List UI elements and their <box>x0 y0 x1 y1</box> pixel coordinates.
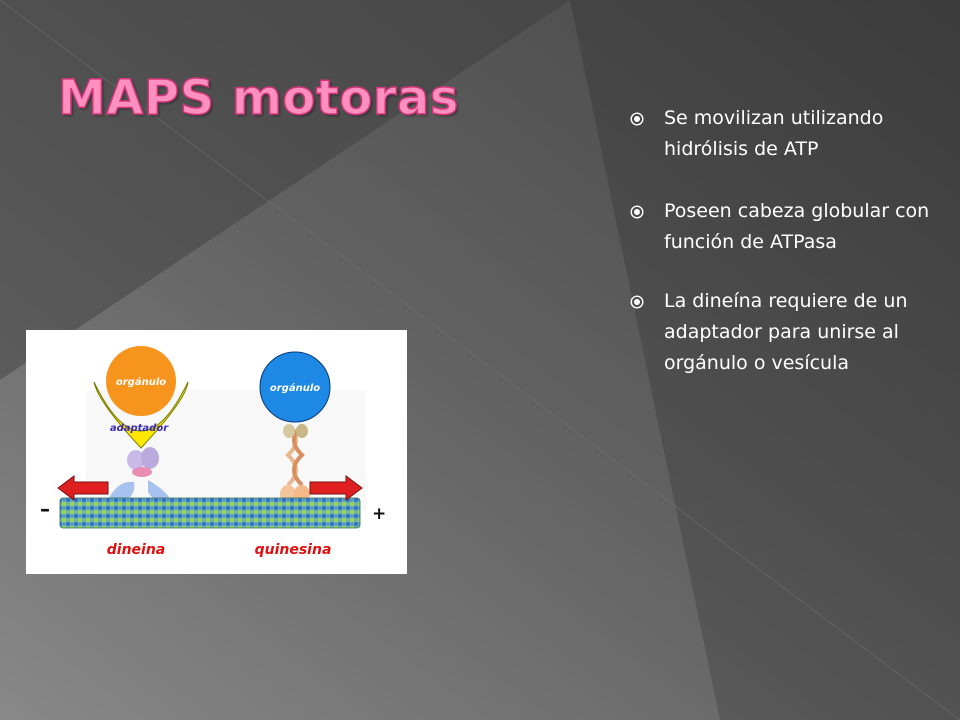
bullet-icon <box>630 112 644 126</box>
adaptor-shape <box>93 381 189 449</box>
dynein-foot <box>148 480 172 503</box>
bullet-item: Se movilizan utilizando hidrólisis de AT… <box>628 103 943 165</box>
left-organelle <box>106 346 176 416</box>
dynein-head <box>141 447 159 469</box>
bullet-icon <box>630 205 644 219</box>
motor-proteins-figure: orgánulo adaptador orgánulo – <box>26 330 407 574</box>
dynein-stalk <box>132 467 152 477</box>
slide-title: MAPS motoras <box>57 69 459 127</box>
right-organelle <box>259 351 331 423</box>
bullet-text: La dineína requiere de un adaptador para… <box>664 290 908 374</box>
kinesin-light-chain <box>296 424 308 438</box>
microtubule <box>59 497 361 529</box>
dynein-head <box>127 450 145 470</box>
motor-diagram: orgánulo adaptador orgánulo – <box>40 346 386 558</box>
bullet-item: Poseen cabeza globular con función de AT… <box>628 196 943 258</box>
kinesin-light-chain <box>283 424 295 438</box>
minus-end-label: – <box>40 497 50 521</box>
kinesin-label: quinesina <box>255 542 332 558</box>
bullet-text: Se movilizan utilizando hidrólisis de AT… <box>664 107 884 160</box>
bullet-icon <box>630 295 644 309</box>
arrow-left-icon <box>57 475 109 501</box>
bullet-item: La dineína requiere de un adaptador para… <box>628 286 943 379</box>
right-organelle-label: orgánulo <box>270 382 320 394</box>
adaptor-label: adaptador <box>110 423 169 434</box>
kinesin-stalk <box>292 423 305 487</box>
bullet-text: Poseen cabeza globular con función de AT… <box>664 200 930 253</box>
left-organelle-label: orgánulo <box>116 376 166 388</box>
plus-end-label: + <box>372 504 386 524</box>
bullet-list: Se movilizan utilizando hidrólisis de AT… <box>628 103 943 407</box>
dynein-foot <box>108 481 135 502</box>
dynein-label: dineina <box>107 542 166 558</box>
arrow-right-icon <box>309 475 363 501</box>
